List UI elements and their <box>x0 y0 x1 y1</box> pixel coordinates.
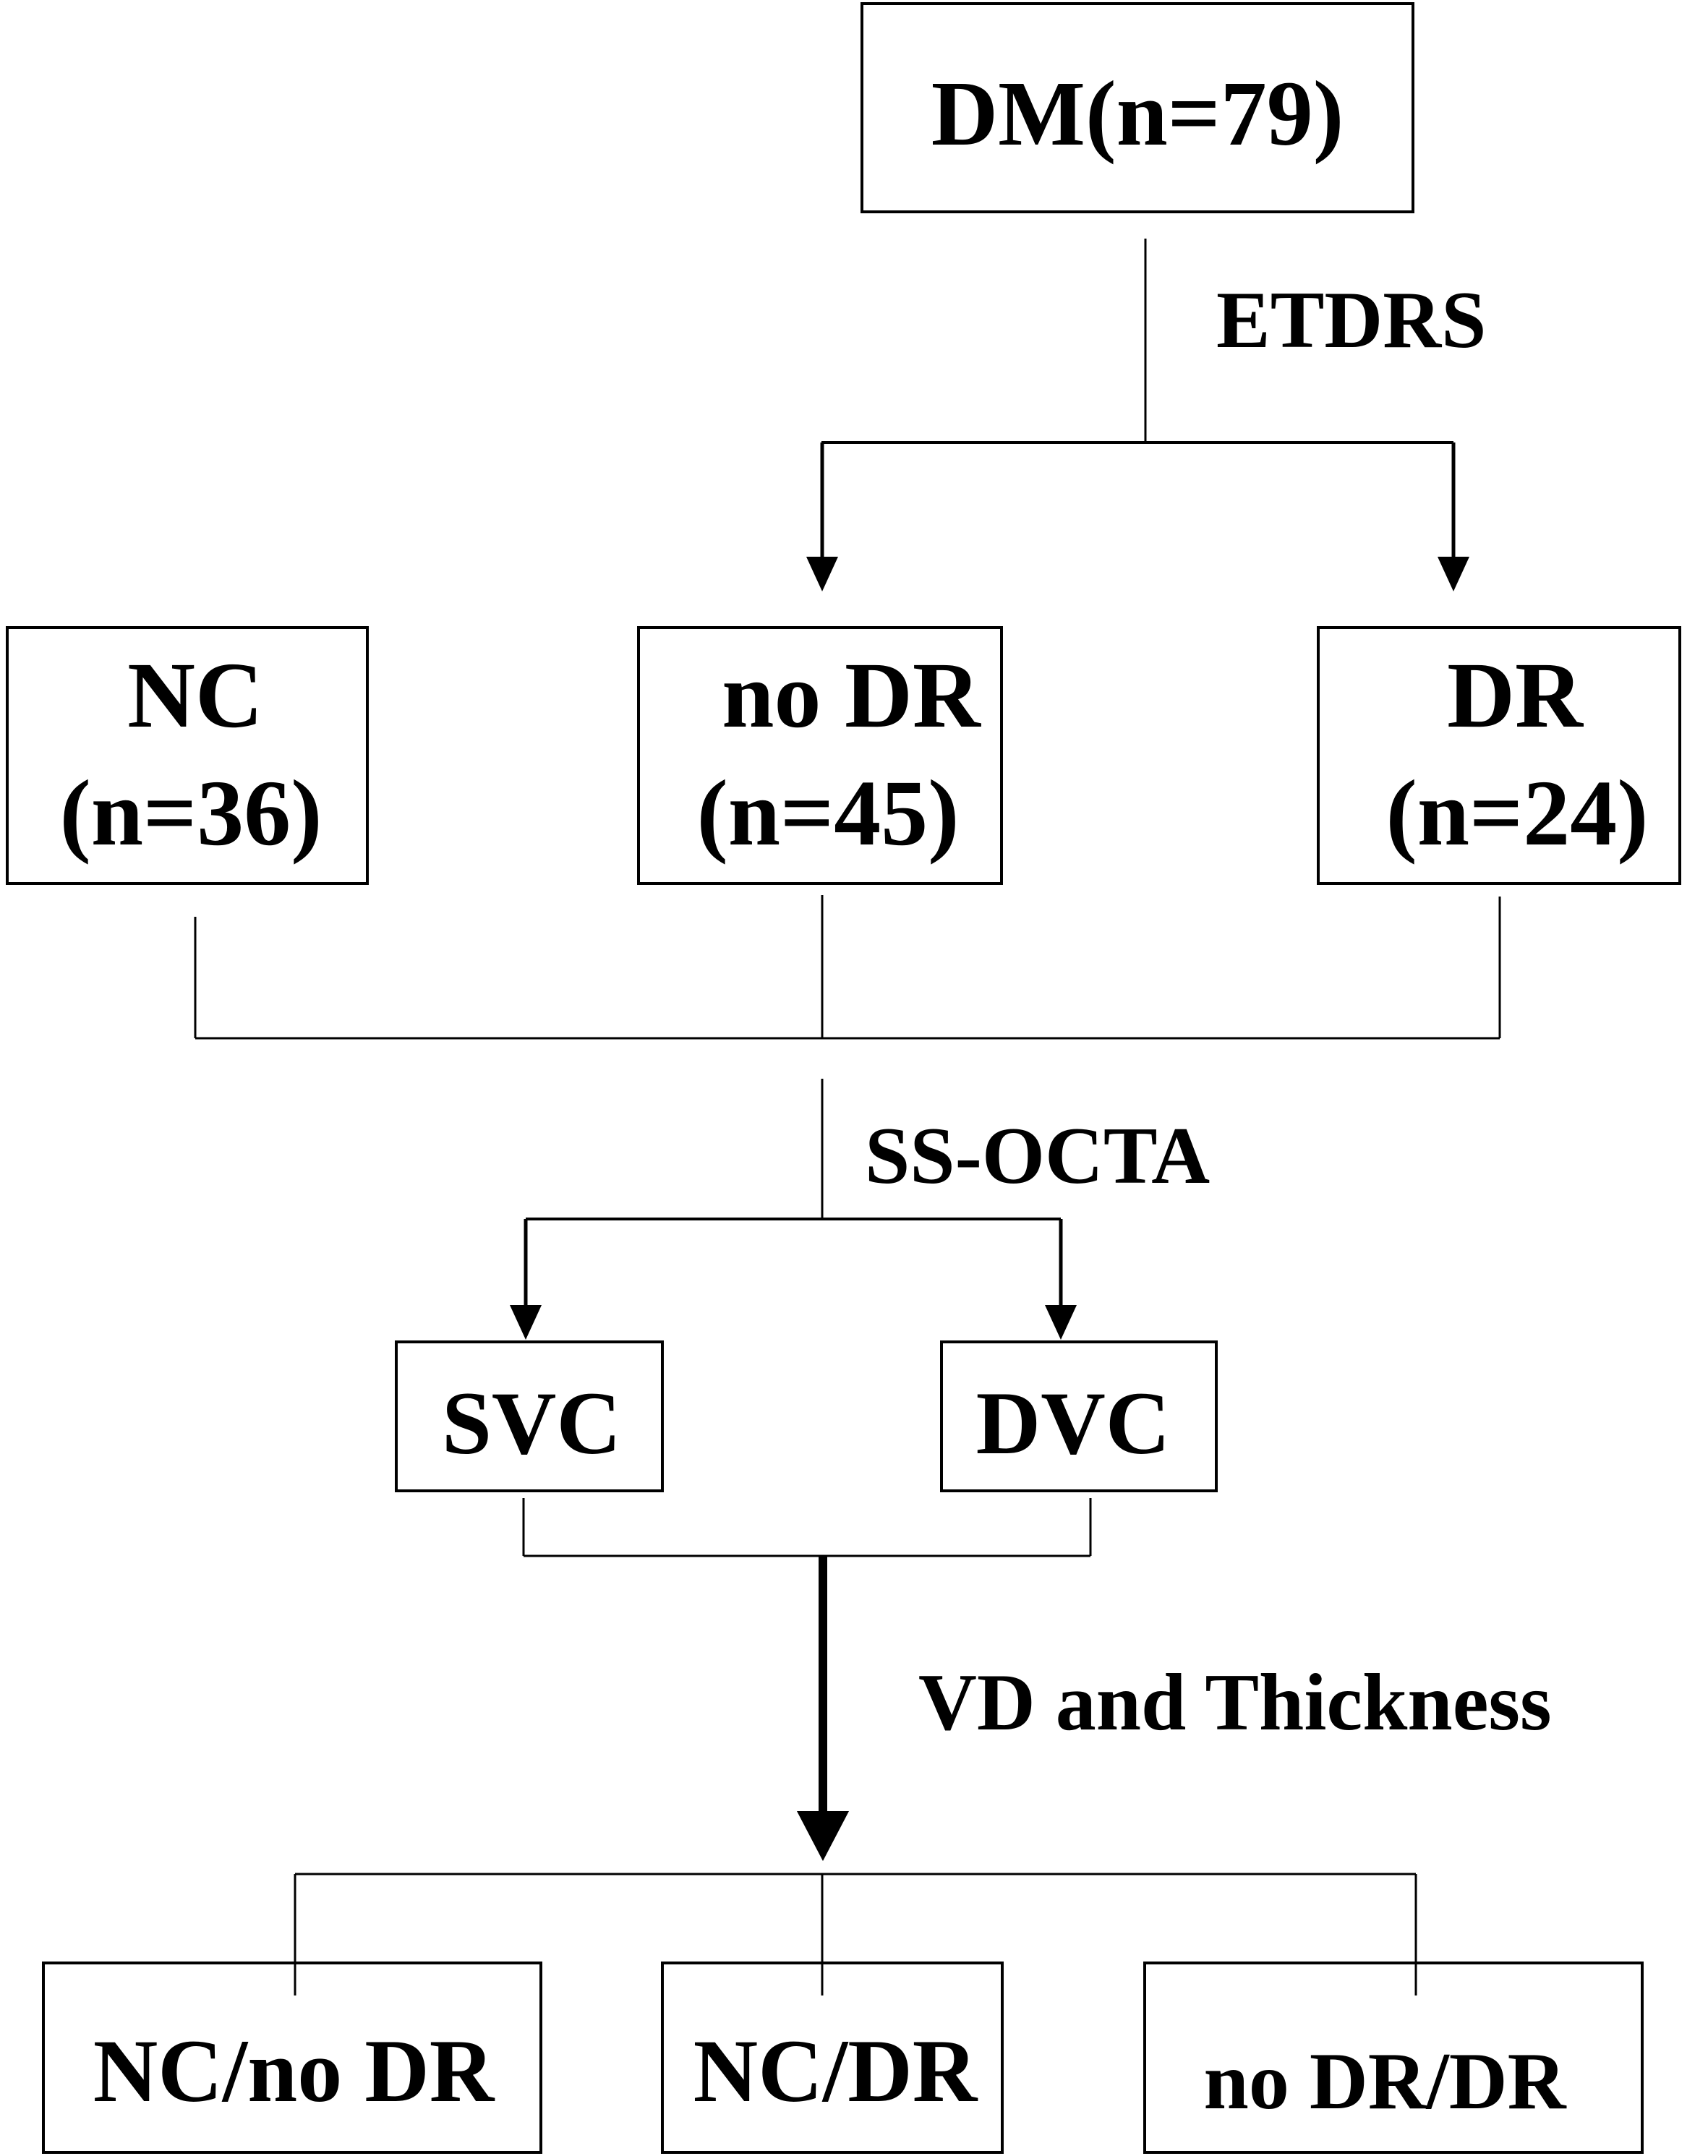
comparison-box-nc-nodr <box>42 1962 542 2154</box>
group-box-nodr <box>637 626 1003 885</box>
group-box-dr <box>1317 626 1681 885</box>
group-nodr-name: no DR <box>722 643 982 748</box>
top-box <box>861 2 1414 213</box>
arrowhead-to-dvc <box>1045 1305 1077 1340</box>
comparison-nc-nodr-label: NC/no DR <box>93 2022 495 2121</box>
step1-label: ETDRS <box>1216 275 1486 365</box>
comparison-box-nc-dr <box>661 1962 1004 2154</box>
layer-box-svc <box>395 1340 664 1492</box>
arrowhead-to-comparisons <box>797 1811 849 1861</box>
top-box-label: DM(n=79) <box>931 62 1344 165</box>
arrowhead-to-svc <box>510 1305 542 1340</box>
arrowhead-to-nodr <box>806 557 838 591</box>
layer-dvc-label: DVC <box>976 1374 1171 1473</box>
comparison-box-nodr-dr <box>1143 1962 1644 2154</box>
group-nodr-count: (n=45) <box>697 761 960 865</box>
group-nc-count: (n=36) <box>60 761 323 865</box>
layer-svc-label: SVC <box>442 1374 621 1473</box>
group-dr-name: DR <box>1447 643 1584 748</box>
step2-label: SS-OCTA <box>865 1111 1210 1201</box>
arrowhead-to-dr <box>1438 557 1469 591</box>
step3-label: VD and Thickness <box>918 1658 1552 1748</box>
group-box-nc <box>6 626 369 885</box>
layer-box-dvc <box>940 1340 1218 1492</box>
comparison-nc-dr-label: NC/DR <box>693 2022 978 2121</box>
comparison-nodr-dr-label: no DR/DR <box>1204 2037 1567 2126</box>
group-dr-count: (n=24) <box>1386 761 1649 865</box>
group-nc-name: NC <box>127 643 263 748</box>
